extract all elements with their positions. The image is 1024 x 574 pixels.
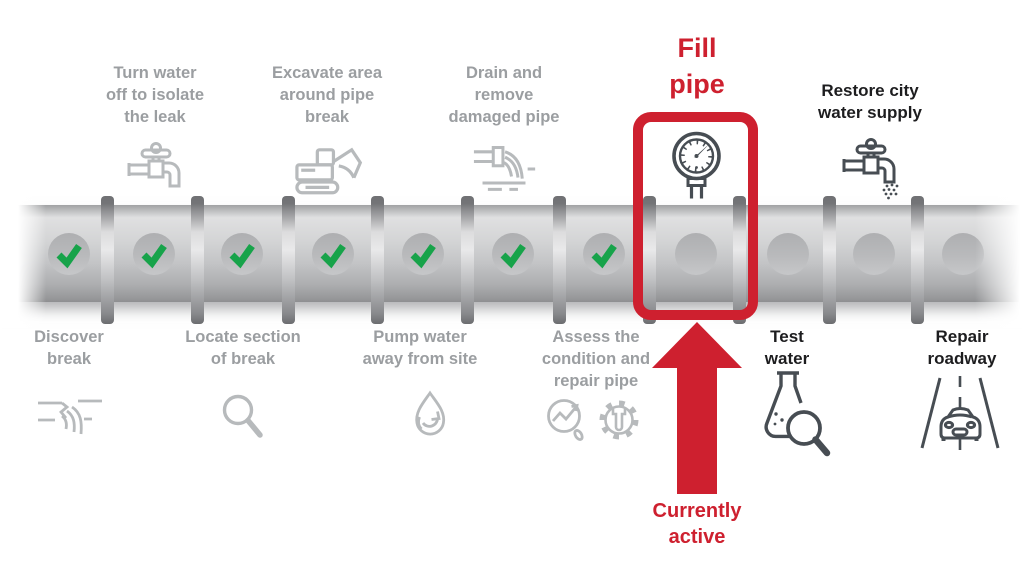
pipe-segment-circle-checked	[133, 233, 175, 275]
pipe-segment-circle-checked	[583, 233, 625, 275]
check-icon	[500, 243, 526, 269]
faucet-icon	[127, 142, 181, 188]
pipe-coupling	[461, 196, 474, 324]
currently-active-arrow-icon	[652, 322, 742, 494]
pipe-segment-circle	[675, 233, 717, 275]
pipe-coupling	[101, 196, 114, 324]
pipe-coupling	[823, 196, 836, 324]
step-label-assess-condition: Assess the condition and repair pipe	[541, 328, 651, 390]
step-label-discover-break: Discover break	[34, 328, 104, 368]
check-icon	[229, 243, 255, 269]
check-icon	[56, 243, 82, 269]
pipe-coupling	[553, 196, 566, 324]
magnifier-icon	[222, 394, 263, 438]
pipe-segment-circle-checked	[492, 233, 534, 275]
pressure-gauge-icon	[672, 131, 721, 199]
pipe-segment-circle-checked	[221, 233, 263, 275]
step-label-turn-water-off: Turn water off to isolate the leak	[105, 64, 205, 126]
check-icon	[141, 243, 167, 269]
pipe-coupling	[371, 196, 384, 324]
assess-repair-icon	[547, 399, 639, 441]
currently-active-label: Currently active	[652, 500, 742, 548]
pipe-segment-circle	[853, 233, 895, 275]
step-label-drain-remove: Drain and remove damaged pipe	[448, 64, 560, 126]
pipe-segment-circle	[767, 233, 809, 275]
pipe-coupling	[911, 196, 924, 324]
water-drop-pump-icon	[415, 390, 446, 436]
pipe-coupling	[282, 196, 295, 324]
pipe-coupling	[733, 196, 746, 324]
check-icon	[320, 243, 346, 269]
step-label-restore-city-water: Restore city water supply	[818, 81, 922, 122]
excavator-icon	[295, 147, 363, 195]
step-label-excavate-area: Excavate area around pipe break	[271, 64, 383, 126]
pipe-coupling	[643, 196, 656, 324]
pipe-segment-circle-checked	[312, 233, 354, 275]
step-label-test-water: Test water	[764, 327, 810, 368]
car-road-icon	[920, 376, 1000, 450]
flask-magnifier-icon	[764, 371, 831, 457]
check-icon	[410, 243, 436, 269]
pipe-segment-circle-checked	[402, 233, 444, 275]
check-icon	[591, 243, 617, 269]
pipe-coupling	[191, 196, 204, 324]
step-label-locate-section: Locate section of break	[185, 328, 301, 368]
active-step-highlight-box	[633, 112, 758, 320]
faucet-spray-icon	[842, 138, 899, 200]
pipe-right-fade	[975, 194, 1024, 328]
pipe-segment-circle-checked	[48, 233, 90, 275]
step-label-pump-water: Pump water away from site	[362, 328, 478, 368]
step-label-repair-roadway: Repair roadway	[927, 327, 997, 368]
step-label-fill-pipe: Fill pipe	[669, 33, 725, 99]
pipe-left-fade	[0, 194, 46, 328]
drain-pipe-icon	[473, 146, 536, 191]
broken-pipe-leak-icon	[38, 399, 102, 435]
